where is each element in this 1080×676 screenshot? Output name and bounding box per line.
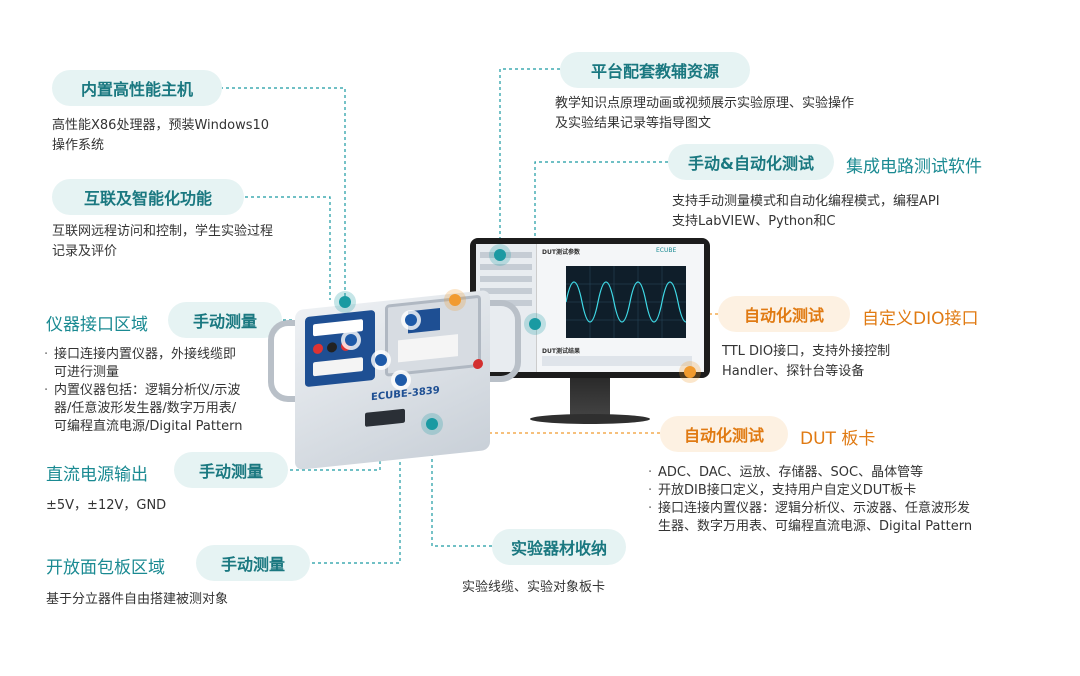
power-desc: ±5V，±12V，GND bbox=[46, 498, 167, 513]
internet-desc-line: 互联网远程访问和控制，学生实验过程 bbox=[52, 224, 274, 239]
dut-tag: 自动化测试 bbox=[660, 416, 788, 452]
power-tag: 手动测量 bbox=[174, 452, 288, 488]
device-body: ECUBE-3839 bbox=[295, 289, 490, 471]
dut-board bbox=[398, 334, 458, 363]
bullet-line: 接口连接内置仪器：逻辑分析仪、示波器、任意波形发 bbox=[658, 501, 971, 516]
dut-bullets: ADC、DAC、运放、存储器、SOC、晶体管等 开放DIB接口定义，支持用户自定… bbox=[648, 464, 973, 536]
bullet-line: 开放DIB接口定义，支持用户自定义DUT板卡 bbox=[658, 483, 917, 498]
monitor-base bbox=[530, 414, 650, 424]
host-desc-line: 操作系统 bbox=[52, 138, 105, 153]
bullet-line: 生器、数字万用表、可编程直流电源、Digital Pattern bbox=[658, 519, 973, 534]
instrument-bullets: 接口连接内置仪器，外接线缆即 可进行测量 内置仪器包括：逻辑分析仪/示波 器/任… bbox=[44, 346, 243, 436]
software-hotspot bbox=[529, 318, 541, 330]
bullet-line: ADC、DAC、运放、存储器、SOC、晶体管等 bbox=[658, 465, 924, 480]
breadboard-heading: 开放面包板区域 bbox=[46, 558, 165, 578]
dio-tag: 自动化测试 bbox=[718, 296, 850, 332]
software-results-title: DUT测试结果 bbox=[542, 348, 580, 355]
resources-title: 平台配套教辅资源 bbox=[560, 52, 750, 88]
software-desc: 支持手动测量模式和自动化编程模式，编程API 支持LabVIEW、Python和… bbox=[672, 192, 940, 232]
bullet-line: 器/任意波形发生器/数字万用表/ bbox=[54, 401, 237, 416]
left-handle bbox=[268, 320, 304, 402]
dut-heading: DUT 板卡 bbox=[800, 429, 876, 449]
connector-row bbox=[313, 319, 363, 337]
instrument-panel bbox=[305, 309, 375, 388]
bullet-line: 可进行测量 bbox=[54, 365, 120, 380]
software-window-title: DUT测试参数 bbox=[542, 249, 580, 256]
instrument-heading: 仪器接口区域 bbox=[46, 315, 148, 335]
instrument-hotspot bbox=[345, 334, 357, 346]
storage-hotspot bbox=[426, 418, 438, 430]
storage-drawer bbox=[365, 408, 405, 427]
dut-bullet: ADC、DAC、运放、存储器、SOC、晶体管等 bbox=[648, 464, 972, 482]
dut-hotspot bbox=[405, 314, 417, 326]
host-desc-line: 高性能X86处理器，预装Windows10 bbox=[52, 118, 270, 133]
dut-socket-area bbox=[385, 294, 481, 377]
sidebar-field bbox=[480, 288, 532, 294]
results-table bbox=[542, 356, 692, 366]
sidebar-field bbox=[480, 276, 532, 282]
terminal bbox=[313, 343, 323, 355]
device-model: ECUBE-3839 bbox=[371, 385, 440, 404]
resources-desc: 教学知识点原理动画或视频展示实验原理、实验操作 及实验结果记录等指导图文 bbox=[555, 94, 854, 134]
instrument-bullet: 内置仪器包括：逻辑分析仪/示波 器/任意波形发生器/数字万用表/ 可编程直流电源… bbox=[44, 382, 243, 436]
dio-desc: TTL DIO接口，支持外接控制 Handler、探针台等设备 bbox=[722, 342, 890, 382]
dut-orange-hotspot bbox=[449, 294, 461, 306]
breadboard-hotspot bbox=[395, 374, 407, 386]
resources-hotspot bbox=[494, 249, 506, 261]
power-heading: 直流电源输出 bbox=[46, 465, 148, 485]
host-desc: 高性能X86处理器，预装Windows10 操作系统 bbox=[52, 116, 269, 156]
breadboard bbox=[313, 357, 363, 377]
sidebar-field bbox=[480, 264, 532, 270]
dio-desc-line: TTL DIO接口，支持外接控制 bbox=[722, 344, 891, 359]
internet-desc-line: 记录及评价 bbox=[52, 244, 118, 259]
monitor-stand bbox=[570, 378, 610, 418]
breadboard-tag: 手动测量 bbox=[196, 545, 310, 581]
waveform-plot bbox=[566, 266, 686, 338]
software-desc-line: 支持手动测量模式和自动化编程模式，编程API bbox=[672, 194, 940, 209]
bullet-line: 内置仪器包括：逻辑分析仪/示波 bbox=[54, 383, 241, 398]
dio-heading: 自定义DIO接口 bbox=[862, 309, 979, 329]
storage-desc: 实验线缆、实验对象板卡 bbox=[462, 580, 606, 595]
bullet-line: 接口连接内置仪器，外接线缆即 bbox=[54, 347, 237, 362]
software-brand: ECUBE bbox=[656, 247, 677, 254]
dio-desc-line: Handler、探针台等设备 bbox=[722, 364, 865, 379]
right-handle bbox=[485, 300, 521, 382]
software-desc-line: 支持LabVIEW、Python和C bbox=[672, 214, 836, 229]
host-title: 内置高性能主机 bbox=[52, 70, 222, 106]
software-heading: 集成电路测试软件 bbox=[846, 157, 982, 177]
terminal bbox=[327, 341, 337, 353]
power-button[interactable] bbox=[473, 358, 483, 370]
storage-title: 实验器材收纳 bbox=[492, 529, 626, 565]
sidebar-field bbox=[480, 252, 532, 258]
software-tag: 手动&自动化测试 bbox=[668, 144, 834, 180]
power-hotspot bbox=[375, 354, 387, 366]
breadboard-desc: 基于分立器件自由搭建被测对象 bbox=[46, 592, 229, 607]
internet-title: 互联及智能化功能 bbox=[52, 179, 244, 215]
host-hotspot bbox=[339, 296, 351, 308]
instrument-bullet: 接口连接内置仪器，外接线缆即 可进行测量 bbox=[44, 346, 242, 382]
dio-hotspot bbox=[684, 366, 696, 378]
bullet-line: 可编程直流电源/Digital Pattern bbox=[54, 419, 243, 434]
dut-bullet: 开放DIB接口定义，支持用户自定义DUT板卡 bbox=[648, 482, 972, 500]
internet-desc: 互联网远程访问和控制，学生实验过程 记录及评价 bbox=[52, 222, 273, 262]
dut-bullet: 接口连接内置仪器：逻辑分析仪、示波器、任意波形发 生器、数字万用表、可编程直流电… bbox=[648, 500, 973, 536]
resources-desc-line: 教学知识点原理动画或视频展示实验原理、实验操作 bbox=[555, 96, 855, 111]
resources-desc-line: 及实验结果记录等指导图文 bbox=[555, 116, 712, 131]
instrument-tag: 手动测量 bbox=[168, 302, 282, 338]
